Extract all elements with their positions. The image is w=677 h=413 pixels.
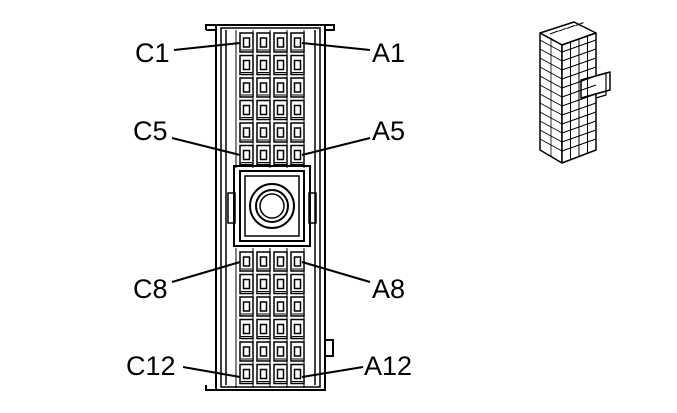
pin-cavity (239, 122, 254, 143)
pin-cavity (256, 296, 271, 317)
pin-cavity (290, 122, 305, 143)
pin-cavity (273, 273, 288, 295)
pin-cavity (239, 251, 254, 272)
pin-cavity (290, 318, 305, 340)
pin-cavity (290, 341, 305, 362)
connector-isometric-view (539, 21, 611, 164)
leader-c5 (171, 137, 241, 156)
leader-lines (171, 42, 371, 378)
pin-cavity (273, 77, 288, 98)
connector-housing (215, 24, 326, 391)
pin-cavity (256, 251, 271, 272)
pin-cavity (290, 296, 305, 317)
pin-cavity (290, 77, 305, 98)
pin-cavity (273, 122, 288, 143)
pin-cavity (256, 77, 271, 98)
pin-cavity (256, 32, 271, 53)
pin-cavity (256, 122, 271, 143)
top-left-tab (205, 24, 216, 30)
center-boss-inner (239, 170, 305, 242)
pin-cavity (273, 54, 288, 76)
pin-cavity (239, 341, 254, 362)
leader-a1 (301, 42, 371, 51)
bottom-left-tab (205, 385, 216, 391)
pin-cavity (256, 99, 271, 121)
leader-a5 (301, 137, 371, 156)
leader-c8 (171, 261, 241, 283)
pin-cavity (290, 54, 305, 76)
leader-a12 (301, 366, 364, 378)
label-a1: A1 (372, 38, 405, 68)
connector-end-view (205, 24, 335, 391)
label-c5: C5 (133, 116, 168, 146)
pin-cavity (273, 99, 288, 121)
center-boss-outer (233, 165, 311, 247)
jackscrew-inner-ring (259, 193, 285, 219)
leader-a8 (301, 261, 371, 283)
top-right-tab (325, 24, 335, 31)
label-a8: A8 (372, 274, 405, 304)
center-boss-face (244, 175, 300, 237)
pin-cavity (256, 363, 271, 385)
leader-c1 (173, 42, 241, 51)
pin-cavity (290, 32, 305, 53)
pin-cavity (256, 54, 271, 76)
leader-c12 (182, 366, 241, 378)
side-latch (325, 339, 334, 357)
pin-cavity (273, 144, 288, 166)
pin-cavity (256, 318, 271, 340)
pin-cavity (239, 273, 254, 295)
pin-cavity (290, 273, 305, 295)
pin-cavity (290, 99, 305, 121)
pin-cavity (273, 363, 288, 385)
jackscrew-outer-ring (249, 183, 295, 229)
pin-cavity (239, 318, 254, 340)
pin-cavity (239, 99, 254, 121)
label-c12: C12 (126, 351, 176, 381)
pin-cavity (273, 251, 288, 272)
pin-cavity (273, 32, 288, 53)
label-c8: C8 (133, 274, 168, 304)
pin-cavity (256, 273, 271, 295)
pin-cavity (273, 341, 288, 362)
pin-cavity (290, 363, 305, 385)
jackscrew-middle-ring (255, 189, 289, 223)
pin-cavity (256, 341, 271, 362)
label-a5: A5 (372, 116, 405, 146)
pin-cavity (239, 296, 254, 317)
pin-cavity (273, 318, 288, 340)
label-c1: C1 (135, 38, 170, 68)
pin-cavity (239, 32, 254, 53)
label-a12: A12 (364, 351, 412, 381)
pin-cavity (290, 251, 305, 272)
pin-cavity (239, 54, 254, 76)
pin-cavity (239, 363, 254, 385)
pin-cavity (273, 296, 288, 317)
iso-latch-edge (595, 72, 607, 99)
pin-cavity (239, 144, 254, 166)
pin-cavity (239, 77, 254, 98)
pin-cavity (256, 144, 271, 166)
